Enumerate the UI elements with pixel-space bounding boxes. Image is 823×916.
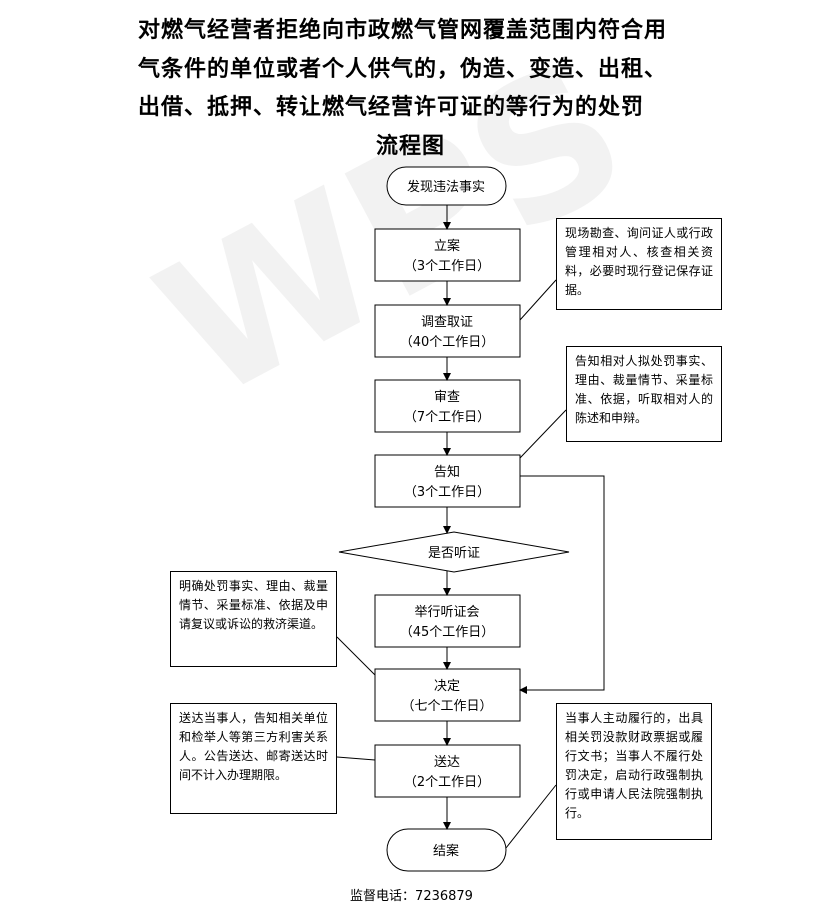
note-investigate: 现场勘查、询问证人或行政管理相对人、核查相关资料，必要时现行登记保存证据。 bbox=[556, 218, 722, 310]
title-line-2: 气条件的单位或者个人供气的，伪造、变造、出租、 bbox=[138, 57, 668, 82]
diamond-label: 是否听证 bbox=[428, 546, 480, 561]
connector-end-note bbox=[505, 784, 557, 849]
review-days: （7个工作日） bbox=[404, 410, 490, 425]
supervision-phone: 监督电话：7236879 bbox=[350, 889, 473, 904]
deliver-days: （2个工作日） bbox=[404, 775, 490, 790]
title-line-4: 流程图 bbox=[376, 134, 446, 159]
connector-investigate-note bbox=[519, 279, 557, 321]
investigate-box bbox=[374, 304, 521, 358]
review-label: 审查 bbox=[434, 390, 460, 405]
hearing-box bbox=[374, 594, 521, 648]
note-end: 当事人主动履行的，出具相关罚没款财政票据或履行文书；当事人不履行处罚决定，启动行… bbox=[556, 703, 712, 840]
filing-label: 立案 bbox=[434, 239, 460, 254]
note-deliver: 送达当事人，告知相关单位和检举人等第三方利害关系人。公告送达、邮寄送达时间不计入… bbox=[170, 703, 337, 814]
investigate-days: （40个工作日） bbox=[400, 335, 495, 350]
notify-label: 告知 bbox=[434, 464, 460, 480]
decide-label: 决定 bbox=[434, 679, 460, 694]
decide-days: （七个工作日） bbox=[401, 699, 492, 714]
connector-deliver-note bbox=[336, 756, 376, 761]
connector-notify-note bbox=[519, 409, 567, 459]
deliver-label: 送达 bbox=[434, 755, 460, 770]
start-label: 发现违法事实 bbox=[407, 179, 485, 195]
hearing-label: 举行听证会 bbox=[414, 605, 479, 620]
notify-box bbox=[374, 454, 521, 508]
hearing-days: （45个工作日） bbox=[400, 625, 495, 640]
note-decide: 明确处罚事实、理由、裁量情节、采量标准、依据及申请复议或诉讼的救济渠道。 bbox=[170, 571, 337, 667]
investigate-label: 调查取证 bbox=[421, 315, 473, 330]
filing-days: （3个工作日） bbox=[404, 259, 490, 274]
review-box bbox=[374, 379, 521, 433]
end-label: 结案 bbox=[433, 844, 459, 859]
title-line-3: 出借、抵押、转让燃气经营许可证的等行为的处罚 bbox=[138, 95, 645, 120]
title-line-1: 对燃气经营者拒绝向市政燃气管网覆盖范围内符合用 bbox=[138, 18, 668, 43]
bypass-line-notify-decide bbox=[519, 475, 605, 694]
hearing-decision-diamond bbox=[338, 531, 570, 573]
deliver-box bbox=[374, 744, 521, 798]
note-notify: 告知相对人拟处罚事实、理由、裁量情节、采量标准、依据，听取相对人的陈述和申辩。 bbox=[566, 346, 722, 442]
decide-box bbox=[374, 668, 521, 722]
notify-days: （3个工作日） bbox=[404, 485, 490, 500]
connector-decide-note bbox=[336, 636, 376, 676]
filing-box bbox=[374, 228, 521, 282]
